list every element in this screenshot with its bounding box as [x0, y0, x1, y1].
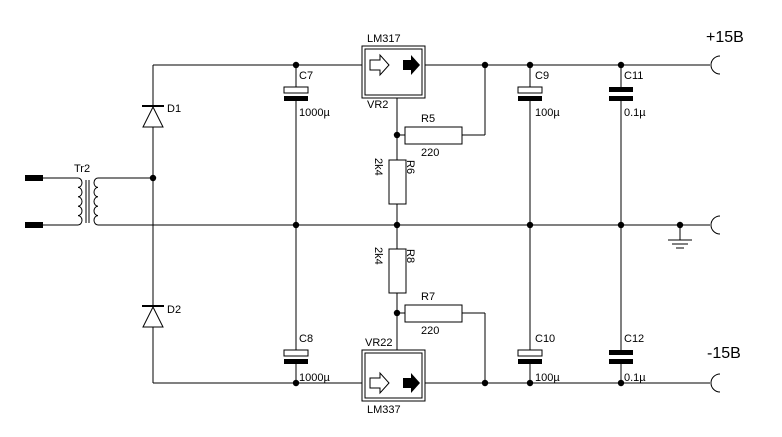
resistor-r7-value: 220: [421, 325, 439, 337]
capacitor-c7: C7 1000µ: [283, 70, 330, 119]
diode-d1-label: D1: [167, 103, 181, 115]
diode-d1: D1: [142, 103, 181, 128]
resistor-r5-value: 220: [421, 147, 439, 159]
resistor-r7-label: R7: [421, 291, 435, 303]
capacitor-c11-value: 0.1µ: [624, 107, 646, 119]
regulator-vr22-part: LM337: [367, 404, 401, 416]
capacitor-c11-label: C11: [624, 70, 643, 82]
resistor-r8-label: R8: [404, 249, 416, 263]
capacitor-c10: C10 100µ: [517, 333, 560, 384]
regulator-vr2: LM317 VR2: [361, 33, 426, 111]
capacitor-c12-value: 0.1µ: [624, 372, 646, 384]
capacitor-c12-label: C12: [624, 333, 644, 345]
resistor-r7: R7 220: [404, 291, 463, 337]
capacitor-c8-value: 1000µ: [299, 372, 330, 384]
capacitor-c10-label: C10: [535, 333, 555, 345]
regulator-vr22: VR22 LM337: [361, 337, 426, 416]
ground-icon: [668, 239, 692, 249]
regulator-vr22-label: VR22: [365, 337, 393, 349]
resistor-r5-label: R5: [421, 113, 435, 125]
resistor-r8: R8 2k4: [372, 247, 416, 294]
capacitor-c9: C9 100µ: [517, 70, 560, 119]
wiring: [98, 64, 710, 384]
junction-dots: [149, 61, 684, 387]
regulator-vr2-label: VR2: [367, 99, 388, 111]
diode-d2: D2: [142, 304, 181, 328]
capacitor-c11: C11 0.1µ: [609, 70, 646, 119]
regulator-vr2-part: LM317: [367, 33, 401, 45]
diode-d2-label: D2: [167, 304, 181, 316]
resistor-r6-value: 2k4: [372, 158, 384, 176]
capacitor-c8-label: C8: [299, 333, 313, 345]
capacitor-c12: C12 0.1µ: [609, 333, 646, 384]
resistor-r6: R6 2k4: [372, 158, 416, 205]
terminal-negative-icon: [710, 373, 721, 393]
resistor-r8-value: 2k4: [372, 247, 384, 265]
transformer-label: Tr2: [74, 163, 90, 175]
capacitor-c9-label: C9: [535, 70, 549, 82]
capacitor-c9-value: 100µ: [535, 107, 560, 119]
output-terminals: [710, 55, 721, 393]
resistor-r5: R5 220: [404, 113, 463, 159]
terminal-positive-icon: [710, 55, 721, 75]
rail-negative-label: -15B: [707, 345, 741, 362]
resistor-r6-label: R6: [404, 160, 416, 174]
transformer-tr2: Tr2: [25, 163, 99, 228]
capacitor-c10-value: 100µ: [535, 372, 560, 384]
capacitor-c8: C8 1000µ: [283, 333, 330, 384]
capacitor-c7-label: C7: [299, 70, 313, 82]
capacitor-c7-value: 1000µ: [299, 107, 330, 119]
rail-positive-label: +15B: [706, 29, 744, 46]
terminal-ground-icon: [710, 215, 721, 235]
